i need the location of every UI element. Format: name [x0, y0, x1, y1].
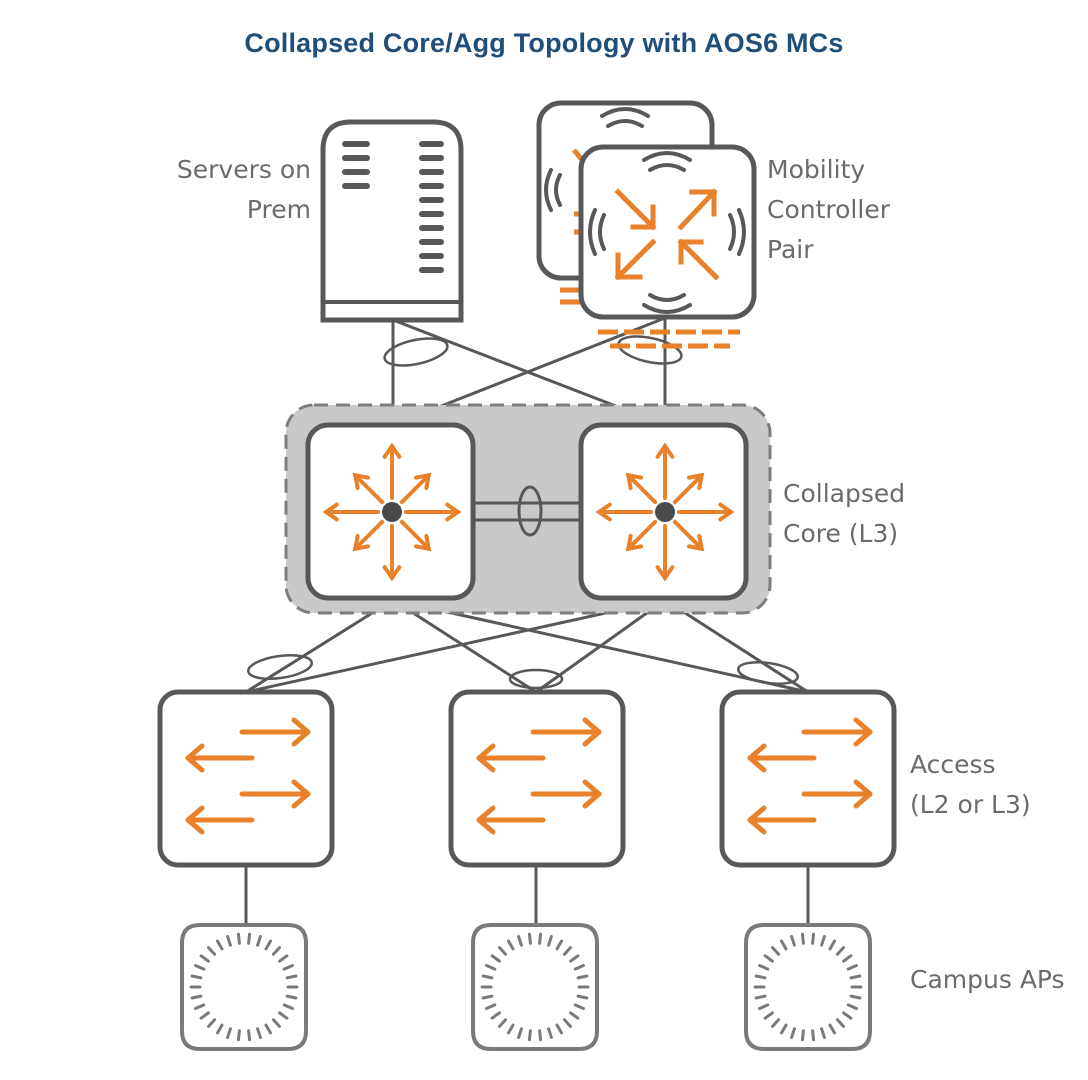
core-interlink — [475, 485, 585, 537]
lag-access3 — [737, 661, 799, 685]
server-icon — [320, 119, 464, 323]
lag-access1 — [247, 653, 313, 681]
core-switch-icon — [305, 422, 476, 601]
core-switch-icon — [578, 422, 749, 601]
links — [244, 316, 810, 925]
lag-access2 — [508, 668, 564, 690]
label-access: Access (L2 or L3) — [910, 750, 1031, 819]
link-core1-access1 — [245, 598, 394, 694]
lag-controller — [617, 335, 683, 365]
label-aps: Campus APs — [910, 965, 1065, 994]
access-point-icon — [744, 923, 872, 1051]
link-core2-access2 — [535, 598, 666, 694]
lag-server — [383, 337, 449, 367]
link-core2-access1 — [245, 598, 666, 694]
access-switch-icon — [157, 689, 335, 868]
access-point-icon — [471, 923, 599, 1051]
access-point-icon — [180, 923, 308, 1051]
label-core: Collapsed Core (L3) — [783, 479, 906, 548]
label-controllers: Mobility Controller Pair — [767, 155, 890, 264]
controller-icon — [578, 144, 757, 349]
link-core2-access3 — [664, 598, 809, 694]
diagram-title: Collapsed Core/Agg Topology with AOS6 MC… — [244, 28, 844, 58]
label-servers: Servers on Prem — [176, 155, 311, 224]
access-switch-icon — [448, 689, 626, 868]
lag-markers — [247, 335, 799, 690]
access-switch-icon — [719, 689, 897, 868]
